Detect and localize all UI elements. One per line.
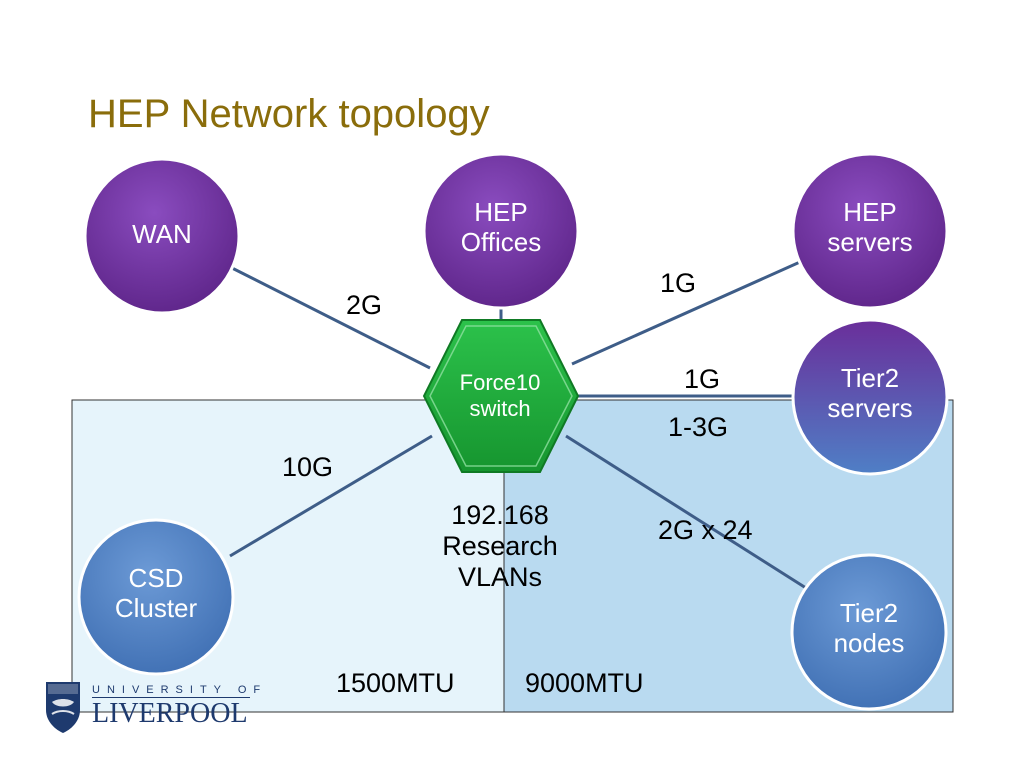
tier2-servers-label: Tier2 servers [827, 363, 913, 423]
hep-offices-node [422, 152, 580, 310]
link-label-tier2-servers-top: 1G [684, 364, 721, 394]
tier2-servers-node [791, 318, 949, 476]
force10-switch-node [422, 319, 580, 473]
csd-cluster-label: CSD Cluster [114, 563, 198, 623]
mtu-9000-label: 9000MTU [525, 668, 644, 698]
hep-servers-node [791, 152, 949, 310]
link-label-tier2-nodes: 2G x 24 [658, 515, 753, 545]
crest-icon [46, 682, 80, 733]
logo-main-text: LIVERPOOL [92, 698, 248, 729]
hep-offices-label: HEP Offices [460, 197, 542, 257]
link-label-tier2-servers-bottom: 1-3G [668, 412, 729, 442]
csd-cluster-node [77, 518, 235, 676]
vlan-label: 192.168 Research VLANs [442, 500, 558, 593]
link-label-wan: 2G [346, 290, 383, 320]
mtu-1500-label: 1500MTU [336, 668, 455, 698]
switch-label: Force10 switch [459, 370, 541, 422]
logo-rule [92, 697, 250, 698]
logo-top-text: UNIVERSITY OF [92, 684, 268, 696]
wan-label: WAN [132, 219, 192, 249]
university-of-liverpool-logo: UNIVERSITY OF LIVERPOOL [44, 678, 274, 738]
link-label-csd-cluster: 10G [282, 452, 334, 482]
tier2-nodes-label: Tier2 nodes [833, 598, 905, 658]
wan-node [83, 157, 241, 315]
hep-servers-label: HEP servers [827, 197, 913, 257]
link-tier2-nodes [565, 434, 807, 590]
slide-title: HEP Network topology [88, 92, 490, 136]
link-csd-cluster [229, 434, 433, 558]
link-wan [231, 266, 431, 370]
link-hep-servers [571, 260, 801, 366]
force10-switch-inner [429, 325, 573, 467]
link-label-hep-servers: 1G [660, 268, 697, 298]
tier2-nodes-node [790, 553, 948, 711]
